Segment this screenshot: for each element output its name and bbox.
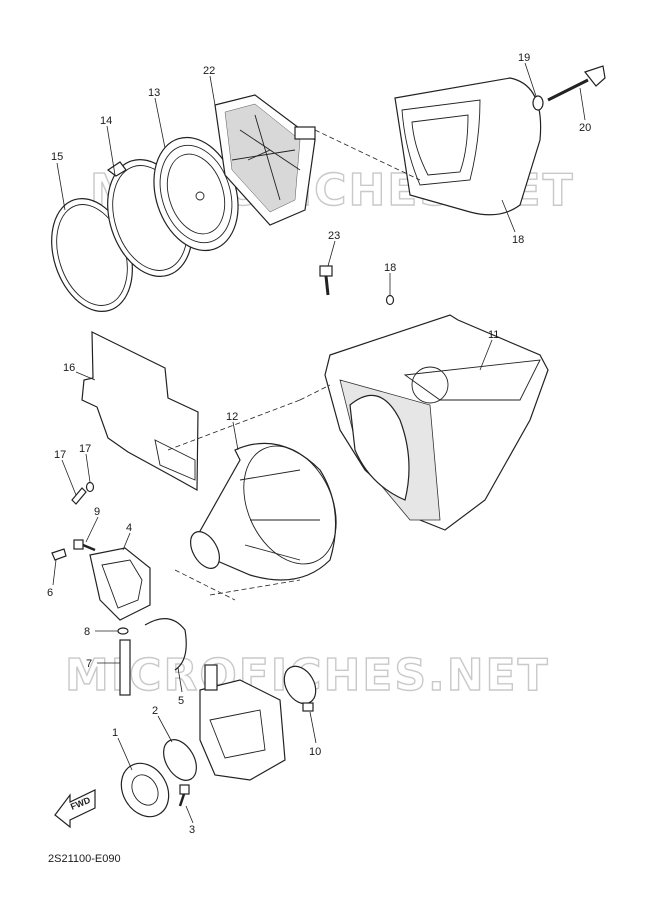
callout-21: 20 — [579, 122, 591, 134]
callout-22: 22 — [203, 65, 215, 77]
part-18-washer-left[interactable] — [85, 481, 95, 493]
part-23-bolt[interactable] — [319, 265, 333, 296]
part-16-gasket[interactable] — [81, 331, 199, 492]
part-7-pipe[interactable] — [119, 639, 131, 696]
part-9-bolt[interactable] — [73, 539, 96, 552]
part-19-air-filter[interactable] — [394, 77, 542, 216]
callout-18-left: 17 — [79, 443, 91, 455]
callout-18-right: 18 — [384, 262, 396, 274]
part-5-hose[interactable] — [144, 618, 187, 671]
callout-5: 5 — [178, 695, 184, 707]
callout-8: 8 — [84, 626, 90, 638]
leader-boot-carb — [174, 569, 301, 601]
part-10-clamp[interactable] — [278, 661, 322, 712]
part-11-air-box[interactable] — [324, 314, 549, 531]
callout-23: 23 — [328, 230, 340, 242]
carburetor-body[interactable] — [199, 664, 286, 781]
callout-14: 14 — [100, 115, 112, 127]
callout-1: 1 — [112, 727, 118, 739]
part-6-screw[interactable] — [51, 548, 67, 561]
callout-17: 17 — [54, 449, 66, 461]
part-17-rivet[interactable] — [71, 487, 87, 505]
part-12-intake-boot[interactable] — [185, 431, 355, 581]
part-1-cap[interactable] — [112, 755, 178, 825]
callout-12: 12 — [226, 411, 238, 423]
part-21-wing-bolt[interactable] — [547, 65, 606, 102]
callout-13: 13 — [148, 87, 160, 99]
callout-4: 4 — [126, 522, 132, 534]
callout-15: 15 — [51, 151, 63, 163]
part-18-washer-right[interactable] — [385, 294, 395, 306]
part-13-filter-element[interactable] — [140, 126, 252, 261]
part-8-clip[interactable] — [117, 627, 129, 635]
callout-10: 10 — [309, 746, 321, 758]
drawing-code: 2S21100-E090 — [48, 853, 121, 865]
callout-19: 18 — [512, 234, 524, 246]
leader-cage-filter — [314, 129, 421, 181]
part-3-bolt[interactable] — [178, 784, 190, 807]
fwd-arrow-icon: FWD — [54, 789, 96, 829]
callout-9: 9 — [94, 506, 100, 518]
callout-7: 7 — [86, 658, 92, 670]
callout-2: 2 — [152, 705, 158, 717]
part-2-gasket[interactable] — [157, 734, 203, 786]
part-4-holder[interactable] — [89, 547, 151, 621]
callout-leaders — [52, 62, 586, 824]
callout-3: 3 — [189, 824, 195, 836]
callout-11: 11 — [488, 329, 499, 341]
callout-labels: 15 14 13 22 19 20 18 23 18 11 16 12 17 1… — [47, 52, 591, 836]
part-22-filter-cage[interactable] — [214, 94, 316, 226]
part-20-washer[interactable] — [532, 95, 544, 111]
callout-20: 19 — [518, 52, 530, 64]
leader-gasket-box — [167, 384, 331, 451]
callout-16: 16 — [63, 362, 75, 374]
callout-6: 6 — [47, 587, 53, 599]
